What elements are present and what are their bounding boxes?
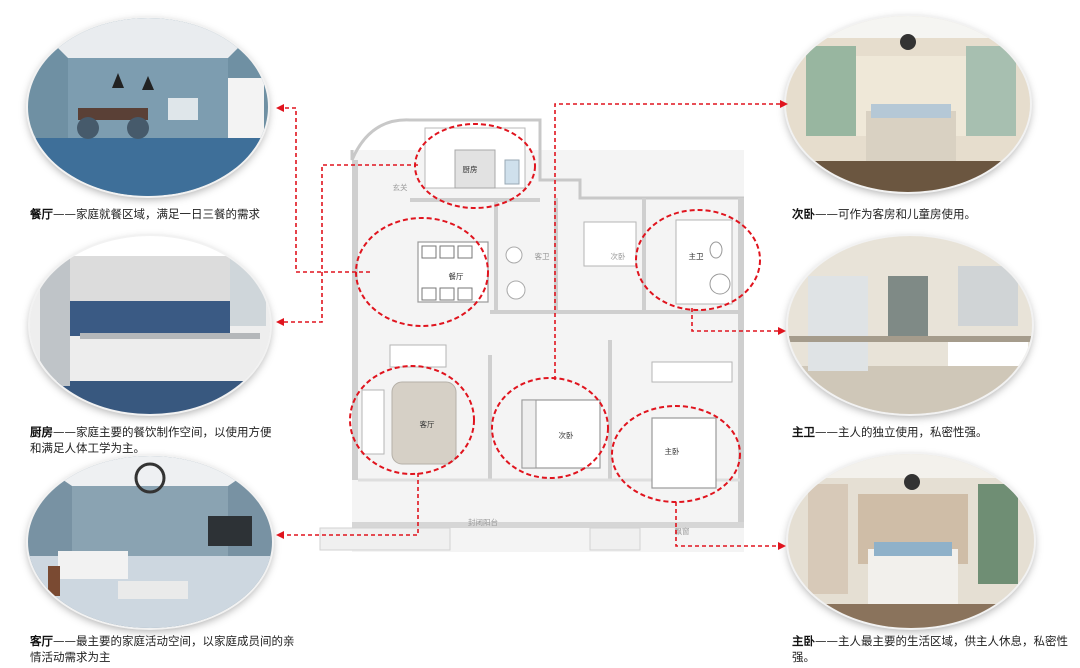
plan-label-balcony: 封闭阳台 bbox=[468, 517, 498, 527]
kitchen-highlight bbox=[414, 123, 536, 209]
plan-label-second-bedroom-a: 次卧 bbox=[611, 251, 626, 261]
master-bath-caption-text: ——主人的独立使用，私密性强。 bbox=[815, 425, 988, 439]
master-bathroom-photo bbox=[788, 236, 1032, 414]
plan-label-guest-bath: 客卫 bbox=[535, 251, 550, 261]
kitchen-connector bbox=[282, 164, 418, 323]
dining-arrowhead bbox=[276, 104, 284, 112]
dining-highlight bbox=[355, 217, 489, 327]
plan-label-kitchen: 厨房 bbox=[463, 164, 478, 174]
master-bath-arrowhead bbox=[778, 327, 786, 335]
master-bedroom-highlight bbox=[611, 405, 741, 503]
master-bedroom-caption: 主卧——主人最主要的生活区域，供主人休息，私密性强。 bbox=[792, 633, 1074, 665]
living-highlight bbox=[349, 365, 475, 475]
second-bedroom-caption: 次卧——可作为客房和儿童房使用。 bbox=[792, 206, 1072, 222]
highlight-circles bbox=[349, 123, 761, 503]
master-bath-highlight bbox=[635, 209, 761, 311]
dining-connector bbox=[278, 107, 370, 273]
kitchen-caption-text: ——家庭主要的餐饮制作空间，以使用方便和满足人体工学为主。 bbox=[30, 425, 272, 455]
master-bedroom-caption-title: 主卧 bbox=[792, 634, 815, 648]
plan-label-master-bedroom: 主卧 bbox=[665, 446, 680, 456]
plan-label-entry: 玄关 bbox=[393, 182, 408, 192]
second-bedroom-connector bbox=[554, 103, 784, 380]
living-connector bbox=[282, 473, 419, 536]
plan-label-master-bath: 主卫 bbox=[689, 251, 704, 261]
master-bedroom-connector bbox=[675, 502, 780, 547]
dining-caption-text: ——家庭就餐区域，满足一日三餐的需求 bbox=[53, 207, 260, 221]
plan-label-second-bedroom-b: 次卧 bbox=[559, 430, 574, 440]
second-bedroom-photo bbox=[786, 16, 1030, 192]
master-bath-caption-title: 主卫 bbox=[792, 425, 815, 439]
kitchen-caption: 厨房——家庭主要的餐饮制作空间，以使用方便和满足人体工学为主。 bbox=[30, 424, 280, 456]
living-room-photo bbox=[28, 456, 272, 628]
connector-arrowheads bbox=[276, 100, 788, 550]
kitchen-arrowhead bbox=[276, 318, 284, 326]
kitchen-photo bbox=[30, 236, 270, 414]
master-bedroom-arrowhead bbox=[778, 542, 786, 550]
floor-plan: 厨房 玄关 餐厅 客卫 次卧 主卫 客厅 次卧 主卧 封闭阳台 飘窗 bbox=[319, 118, 744, 552]
master-bath-caption: 主卫——主人的独立使用，私密性强。 bbox=[792, 424, 1072, 440]
second-bedroom-caption-text: ——可作为客房和儿童房使用。 bbox=[815, 207, 976, 221]
plan-label-living: 客厅 bbox=[420, 419, 435, 429]
master-bedroom-caption-text: ——主人最主要的生活区域，供主人休息，私密性强。 bbox=[792, 634, 1068, 664]
second-bedroom-caption-title: 次卧 bbox=[792, 207, 815, 221]
master-bath-connector bbox=[691, 308, 780, 332]
dining-room-photo bbox=[28, 18, 268, 196]
dining-caption-title: 餐厅 bbox=[30, 207, 53, 221]
plan-label-window: 飘窗 bbox=[675, 526, 690, 536]
living-caption-title: 客厅 bbox=[30, 634, 53, 648]
kitchen-caption-title: 厨房 bbox=[30, 425, 53, 439]
dining-caption: 餐厅——家庭就餐区域，满足一日三餐的需求 bbox=[30, 206, 320, 222]
living-arrowhead bbox=[276, 531, 284, 539]
plan-label-dining: 餐厅 bbox=[449, 272, 464, 281]
living-caption-text: ——最主要的家庭活动空间，以家庭成员间的亲情活动需求为主 bbox=[30, 634, 295, 664]
second-bedroom-highlight bbox=[491, 377, 609, 479]
living-caption: 客厅——最主要的家庭活动空间，以家庭成员间的亲情活动需求为主 bbox=[30, 633, 295, 665]
master-bedroom-photo bbox=[788, 454, 1034, 628]
connector-lines bbox=[278, 103, 784, 547]
